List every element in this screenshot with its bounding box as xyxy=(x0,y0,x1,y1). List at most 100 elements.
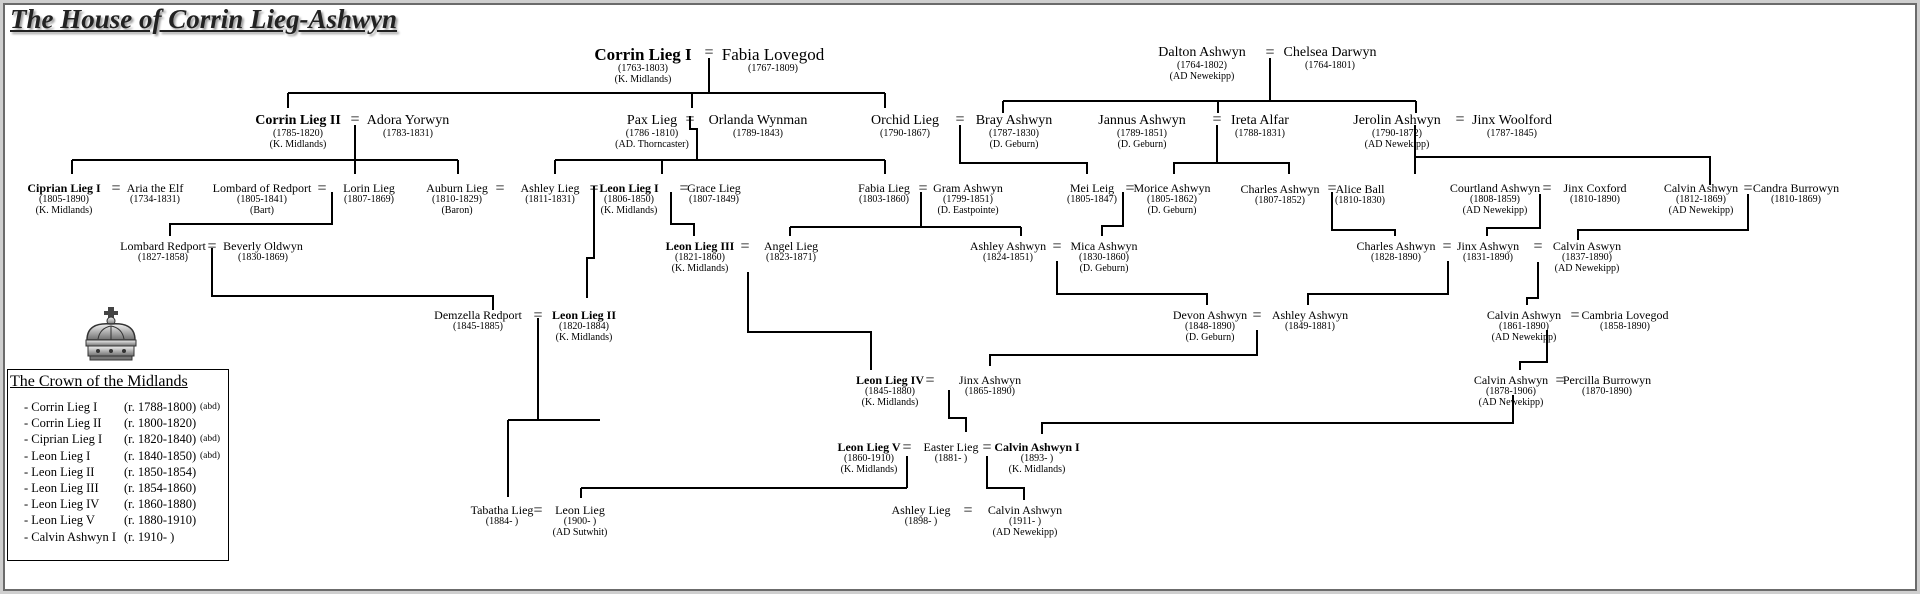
tree-line xyxy=(554,116,886,174)
person-dates: (1799-1851) xyxy=(943,194,993,205)
person-title: (K. Midlands) xyxy=(35,205,93,216)
tree-line xyxy=(1041,395,1514,434)
person-dates: (1790-1872) xyxy=(1372,128,1422,139)
person-title: (Bart) xyxy=(250,205,274,216)
person-dates: (1824-1851) xyxy=(983,252,1033,263)
person-dates: (1767-1809) xyxy=(748,63,798,74)
person-dates: (1783-1831) xyxy=(383,128,433,139)
person-name: Calvin Ashwyn xyxy=(987,503,1063,517)
reign-years: (r. 1850-1854) xyxy=(124,464,197,479)
person-name: Leon Lieg xyxy=(555,503,605,517)
person-dates: (1898- ) xyxy=(904,516,938,527)
person-name: Leon Lieg I xyxy=(599,181,659,195)
person-name: Dalton Ashwyn xyxy=(1158,45,1246,60)
reign-years: (r. 1854-1860) xyxy=(124,481,197,495)
person-name: Ashley Lieg xyxy=(520,181,580,195)
person-dates: (1807-1849) xyxy=(689,194,739,205)
crown-icon xyxy=(85,307,137,361)
person-name: Orchid Lieg xyxy=(870,113,940,128)
tree-line xyxy=(1331,192,1396,236)
person-name: Fabia Lieg xyxy=(858,181,910,195)
person-name: Ashley Ashwyn xyxy=(969,239,1047,253)
person-name: Lorin Lieg xyxy=(343,181,395,195)
person-dates: (1764-1801) xyxy=(1305,60,1355,71)
person-name: Jinx Coxford xyxy=(1563,181,1627,195)
person-name: Calvin Ashwyn xyxy=(1473,373,1549,387)
reign-name: - Leon Lieg IV xyxy=(24,497,100,512)
marriage-sign: = xyxy=(685,111,695,128)
person-name: Bray Ashwyn xyxy=(975,113,1053,128)
reign-name: - Corrin Lieg I xyxy=(24,400,98,414)
person-title: (D. Geburn) xyxy=(1147,205,1197,216)
person-name: Calvin Ashwyn I xyxy=(994,440,1080,454)
reign-name: - Ciprian Lieg I xyxy=(24,432,103,447)
marriage-sign: = xyxy=(1052,238,1062,255)
person-name: Leon Lieg II xyxy=(551,308,617,322)
marriage-sign: = xyxy=(317,180,327,197)
tree-line xyxy=(1173,125,1290,174)
tree-line xyxy=(169,192,333,236)
person-dates: (1803-1860) xyxy=(859,194,909,205)
tree-line xyxy=(1577,194,1749,240)
person-name: Ireta Alfar xyxy=(1231,113,1289,128)
person-name: Leon Lieg III xyxy=(665,239,735,253)
person-dates: (1807-1852) xyxy=(1255,195,1305,206)
person-name: Demzella Redport xyxy=(434,308,522,322)
person-dates: (1789-1851) xyxy=(1117,128,1167,139)
tree-line xyxy=(989,330,1258,366)
person-dates: (1805-1847) xyxy=(1067,194,1117,205)
person-name: Jinx Ashwyn xyxy=(958,373,1022,387)
person-dates: (1845-1880) xyxy=(865,386,915,397)
person-dates: (1763-1803) xyxy=(618,63,668,74)
person-name: Lombard Redport xyxy=(120,239,206,253)
marriage-sign: = xyxy=(495,180,505,197)
tree-line xyxy=(507,318,600,497)
person-dates: (1790-1867) xyxy=(880,128,930,139)
person-title: (AD Newekipp) xyxy=(992,527,1058,538)
person-name: Mei Leig xyxy=(1069,181,1115,195)
person-title: (AD Newekipp) xyxy=(1462,205,1528,216)
reign-years: (r. 1788-1800) xyxy=(124,400,197,414)
person-title: (K. Midlands) xyxy=(555,332,613,343)
person-dates: (1806-1850) xyxy=(604,194,654,205)
person-name: Orlanda Wynman xyxy=(708,113,808,128)
person-title: (K. Midlands) xyxy=(600,205,658,216)
person-title: (AD Sutwhit) xyxy=(552,527,608,538)
person-dates: (1808-1859) xyxy=(1470,194,1520,205)
tree-line xyxy=(986,456,1025,500)
marriage-sign: = xyxy=(963,502,973,519)
person-name: Ciprian Lieg I xyxy=(27,181,101,195)
reign-years: (r. 1820-1840) xyxy=(124,432,197,447)
person-dates: (1810-1829) xyxy=(432,194,482,205)
person-dates: (1900- ) xyxy=(563,516,597,527)
person-name: Cambria Lovegod xyxy=(1581,308,1669,322)
person-dates: (1788-1831) xyxy=(1235,128,1285,139)
person-title: (K. Midlands) xyxy=(671,263,729,274)
person-dates: (1821-1860) xyxy=(675,252,725,263)
person-name: Ashley Lieg xyxy=(891,503,951,517)
marriage-sign: = xyxy=(589,180,599,197)
marriage-sign: = xyxy=(1252,307,1262,324)
person-title: (K. Midlands) xyxy=(861,397,919,408)
person-dates: (1805-1841) xyxy=(237,194,287,205)
person-name: Mica Ashwyn xyxy=(1070,239,1138,253)
person-dates: (1810-1890) xyxy=(1570,194,1620,205)
reign-years: (r. 1840-1850) xyxy=(124,448,197,463)
person-dates: (1830-1869) xyxy=(238,252,288,263)
person-dates: (1881- ) xyxy=(934,453,968,464)
person-title: (D. Geburn) xyxy=(1185,332,1235,343)
person-dates: (1789-1843) xyxy=(733,128,783,139)
marriage-sign: = xyxy=(533,307,543,324)
reign-name: - Leon Lieg II xyxy=(24,464,95,479)
marriage-sign: = xyxy=(1743,180,1753,197)
person-name: Alice Ball xyxy=(1335,182,1385,196)
person-dates: (1884- ) xyxy=(485,516,519,527)
person-dates: (1787-1845) xyxy=(1487,128,1537,139)
tree-line xyxy=(1056,261,1208,305)
person-name: Jerolin Ashwyn xyxy=(1353,113,1441,128)
tree-line xyxy=(1307,261,1449,305)
person-title: (AD Newekipp) xyxy=(1668,205,1734,216)
person-name: Corrin Lieg II xyxy=(255,113,341,128)
abdicated-note: (abd) xyxy=(200,434,221,445)
